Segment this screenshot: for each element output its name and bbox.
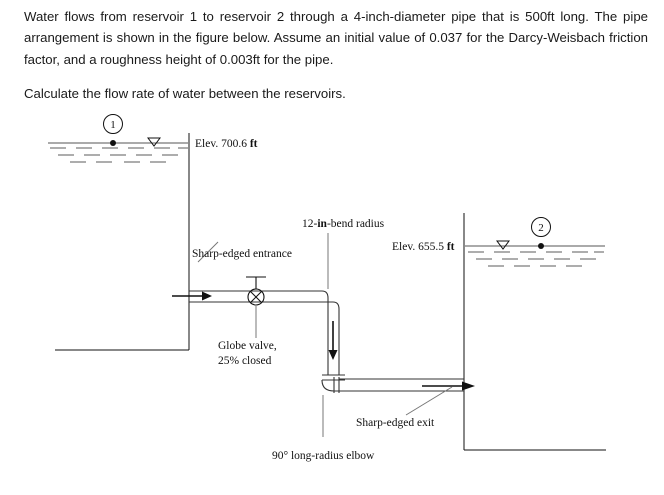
globe-valve-symbol	[246, 276, 266, 306]
exit-leader	[405, 386, 453, 416]
globe-valve-cross-2	[250, 291, 262, 303]
reservoir-1-marker-circle	[103, 114, 123, 134]
reservoir-2-marker-circle	[531, 217, 551, 237]
pipe-system-figure: 1 Elev. 700.6 ft	[0, 103, 664, 495]
pipe-upper-horizontal-bottom	[189, 301, 340, 310]
problem-paragraph-1: Water flows from reservoir 1 to reservoi…	[24, 9, 648, 67]
reservoir-1-elev-label: Elev. 700.6 ft	[195, 138, 258, 150]
reservoir-2-elev-label: Elev. 655.5 ft	[392, 241, 455, 253]
reservoir-1-point	[110, 140, 116, 146]
reservoir-1-group: 1 Elev. 700.6 ft	[48, 114, 258, 351]
leader-lines	[197, 233, 453, 437]
vertical-flow-arrow	[328, 321, 338, 360]
entrance-flow-arrow	[172, 291, 212, 301]
entrance-label: Sharp-edged entrance	[192, 248, 292, 260]
pipe-upper-horizontal-top	[189, 290, 329, 299]
flow-arrows	[172, 291, 475, 391]
bend-radius-label: 12-in-bend radius	[302, 218, 385, 230]
pipe-system	[189, 290, 464, 393]
exit-flow-arrow	[422, 381, 475, 391]
reservoir-1-surface-triangle	[147, 137, 161, 147]
pipe-elbow-outer	[321, 379, 335, 392]
reservoir-2-point	[538, 243, 544, 249]
exit-label: Sharp-edged exit	[356, 417, 435, 429]
problem-question: Calculate the flow rate of water between…	[24, 86, 346, 102]
entrance-leader	[197, 241, 219, 263]
globe-valve-label-line1: Globe valve,	[218, 340, 277, 352]
reservoir-1-water-hatching	[50, 147, 188, 163]
elbow-label: 90° long-radius elbow	[272, 450, 375, 462]
reservoir-1-marker-label: 1	[110, 119, 116, 131]
globe-valve-label-line2: 25% closed	[218, 355, 272, 367]
reservoir-2-marker-label: 2	[538, 222, 544, 234]
reservoir-2-water-hatching	[468, 251, 604, 267]
reservoir-2-group: 2 Elev. 655.5 ft	[392, 213, 606, 451]
reservoir-2-surface-triangle	[496, 240, 510, 250]
problem-statement: Water flows from reservoir 1 to reservoi…	[24, 6, 648, 114]
